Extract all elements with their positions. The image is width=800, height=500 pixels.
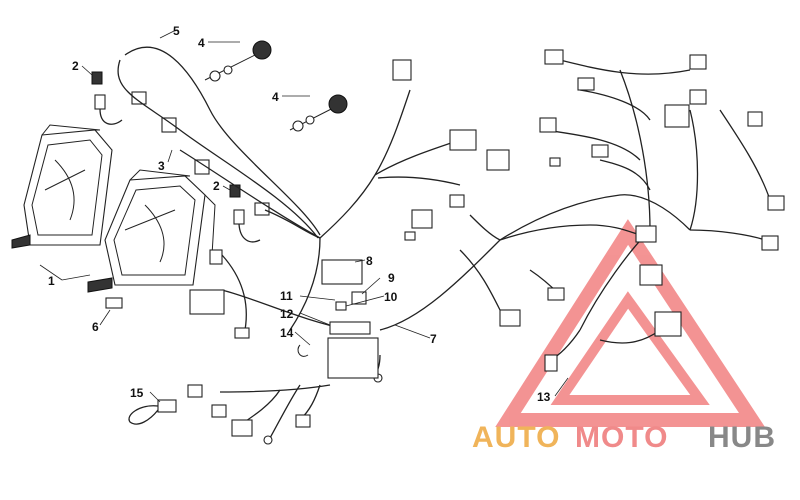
callout-15: 15 xyxy=(130,386,144,400)
callout-8: 8 xyxy=(366,254,373,268)
callout-14: 14 xyxy=(280,326,294,340)
callout-6: 6 xyxy=(92,320,99,334)
pad-part-6 xyxy=(105,297,123,309)
callout-10: 10 xyxy=(384,290,398,304)
watermark-moto: MOTO xyxy=(575,421,668,454)
headlight-right xyxy=(87,169,216,293)
adjuster-knob-upper xyxy=(204,40,272,82)
headlight-left xyxy=(11,124,113,249)
relay-and-fuse-block xyxy=(297,259,379,379)
callout-labels: 1 2 2 3 4 4 5 6 7 8 9 10 11 12 13 14 15 xyxy=(48,24,551,404)
callout-4-upper: 4 xyxy=(198,36,205,50)
connectors xyxy=(187,49,785,445)
callout-7: 7 xyxy=(430,332,437,346)
callout-4-lower: 4 xyxy=(272,90,279,104)
callout-1: 1 xyxy=(48,274,55,288)
callout-13: 13 xyxy=(537,390,551,404)
callout-12: 12 xyxy=(280,307,294,321)
bulb-socket-parts xyxy=(91,71,270,243)
sensor-part-15 xyxy=(128,399,177,425)
adjuster-knob-lower xyxy=(289,94,348,132)
watermark-hub: HUB xyxy=(708,421,776,454)
watermark-auto: AUTO xyxy=(472,421,560,454)
callout-9: 9 xyxy=(388,271,395,285)
callout-2-lower: 2 xyxy=(213,179,220,193)
callout-2-upper: 2 xyxy=(72,59,79,73)
watermark-logo-triangle xyxy=(495,219,766,427)
callout-3: 3 xyxy=(158,159,165,173)
callout-5: 5 xyxy=(173,24,180,38)
callout-leader-lines xyxy=(39,29,569,403)
watermark-text: AUTO MOTO HUB xyxy=(472,421,776,454)
callout-11: 11 xyxy=(280,289,293,303)
